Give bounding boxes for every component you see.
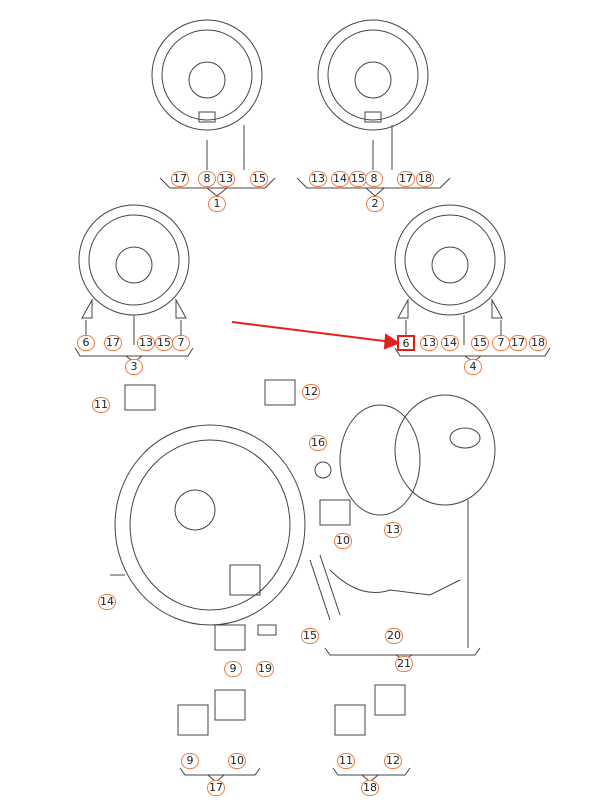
group-callout[interactable]: 3: [125, 359, 143, 375]
callout[interactable]: 19: [256, 661, 274, 677]
callout[interactable]: 13: [137, 335, 155, 351]
callout[interactable]: 7: [172, 335, 190, 351]
callout[interactable]: 11: [92, 397, 110, 413]
callout[interactable]: 12: [384, 753, 402, 769]
red-arrow: [231, 321, 401, 350]
group-callout[interactable]: 4: [464, 359, 482, 375]
callout[interactable]: 9: [224, 661, 242, 677]
callout[interactable]: 15: [301, 628, 319, 644]
callout[interactable]: 12: [302, 384, 320, 400]
callout[interactable]: 14: [441, 335, 459, 351]
callout[interactable]: 7: [492, 335, 510, 351]
steering-wheel-3: [74, 204, 194, 363]
exploded-steering-wheel: [110, 379, 496, 661]
callout[interactable]: 15: [471, 335, 489, 351]
callout[interactable]: 15: [155, 335, 173, 351]
callout[interactable]: 17: [171, 171, 189, 187]
callout[interactable]: 18: [529, 335, 547, 351]
group-callout[interactable]: 1: [208, 196, 226, 212]
group-callout[interactable]: 2: [366, 196, 384, 212]
callout[interactable]: 10: [228, 753, 246, 769]
steering-wheel-2: [296, 19, 451, 197]
callout[interactable]: 20: [385, 628, 403, 644]
callout[interactable]: 14: [98, 594, 116, 610]
callout[interactable]: 17: [509, 335, 527, 351]
callout[interactable]: 17: [397, 171, 415, 187]
steering-wheel-1: [151, 19, 276, 197]
callout[interactable]: 15: [250, 171, 268, 187]
callout[interactable]: 17: [104, 335, 122, 351]
callout[interactable]: 13: [217, 171, 235, 187]
callout[interactable]: 8: [365, 171, 383, 187]
callout[interactable]: 11: [337, 753, 355, 769]
callout[interactable]: 13: [420, 335, 438, 351]
callout[interactable]: 9: [181, 753, 199, 769]
group-callout[interactable]: 18: [361, 780, 379, 796]
callout[interactable]: 14: [331, 171, 349, 187]
group-callout[interactable]: 21: [395, 656, 413, 672]
callout[interactable]: 10: [334, 533, 352, 549]
highlighted-callout[interactable]: 6: [397, 335, 415, 351]
group-callout[interactable]: 17: [207, 780, 225, 796]
callout[interactable]: 13: [309, 171, 327, 187]
steering-wheel-4: [394, 204, 551, 363]
callout[interactable]: 8: [198, 171, 216, 187]
callout[interactable]: 16: [309, 435, 327, 451]
callout[interactable]: 18: [416, 171, 434, 187]
callout[interactable]: 6: [77, 335, 95, 351]
button-set-18: [332, 684, 411, 783]
callout[interactable]: 13: [384, 522, 402, 538]
